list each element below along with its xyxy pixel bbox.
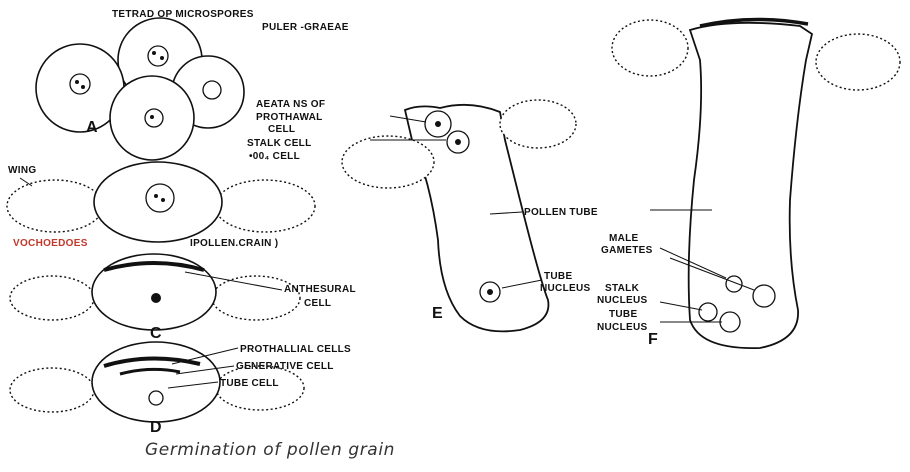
panel-letter-f: F: [648, 331, 658, 348]
label-aeata-line3: CELL: [268, 124, 295, 135]
label-pollen-crain: IPOLLEN.CRAIN ): [190, 238, 278, 249]
figure-caption: Germination of pollen grain: [145, 440, 395, 460]
label-anthesural-line1: ANTHESURAL: [284, 284, 356, 295]
c-pollen-body: [92, 254, 216, 330]
left-wing: [7, 180, 103, 232]
pollen-c-drawing: [10, 254, 300, 330]
label-prothallial-cells: PROTHALLIAL CELLS: [240, 344, 351, 355]
label-tetrad-line2: PULER -GRAEAE: [262, 22, 349, 33]
panel-letter-a: A: [86, 119, 98, 136]
f-left-wing: [612, 20, 688, 76]
label-tube-nucleus-f-line2: NUCLEUS: [597, 322, 647, 333]
label-stalk-nucleus-line2: NUCLEUS: [597, 295, 647, 306]
winged-pollen-drawing: [7, 162, 315, 242]
tetrad-drawing: [36, 18, 244, 160]
label-tube-nucleus-f-line1: TUBE: [609, 309, 637, 320]
d-left-wing: [10, 368, 94, 412]
label-tetrad-line1: TETRAD OP MICROSPORES: [112, 9, 254, 20]
label-tube-nucleus-e-line2: NUCLEUS: [540, 283, 590, 294]
label-oo-cell: •00₄ CELL: [249, 151, 300, 162]
c-right-wing: [212, 276, 300, 320]
right-wing: [215, 180, 315, 232]
label-wing: WING: [8, 165, 36, 176]
label-aeata-line2: PROTHAWAL: [256, 112, 323, 123]
label-stalk-nucleus-line1: STALK: [605, 283, 640, 294]
panel-letter-c: C: [150, 325, 162, 342]
label-pollen-tube-e: POLLEN TUBE: [524, 207, 598, 218]
label-stalk-cell: STALK CELL: [247, 138, 311, 149]
label-male-gametes-line1: MALE: [609, 233, 639, 244]
e-left-wing: [342, 136, 434, 188]
label-anthesural-line2: CELL: [304, 298, 331, 309]
label-generative-cell: GENERATIVE CELL: [236, 361, 334, 372]
germinating-pollen-f-drawing: [612, 19, 900, 348]
c-left-wing: [10, 276, 94, 320]
panel-letter-e: E: [432, 305, 443, 322]
label-tube-cell: TUBE CELL: [220, 378, 279, 389]
d-pollen-body: [92, 342, 220, 422]
label-vochoedoes: VOCHOEDOES: [13, 238, 88, 249]
label-male-gametes-line2: GAMETES: [601, 245, 653, 256]
e-right-wing: [500, 100, 576, 148]
f-pollen-tube: [689, 23, 812, 348]
panel-letter-d: D: [150, 419, 162, 436]
label-aeata-line1: AEATA NS OF: [256, 99, 325, 110]
label-tube-nucleus-e-line1: TUBE: [544, 271, 572, 282]
f-right-wing: [816, 34, 900, 90]
